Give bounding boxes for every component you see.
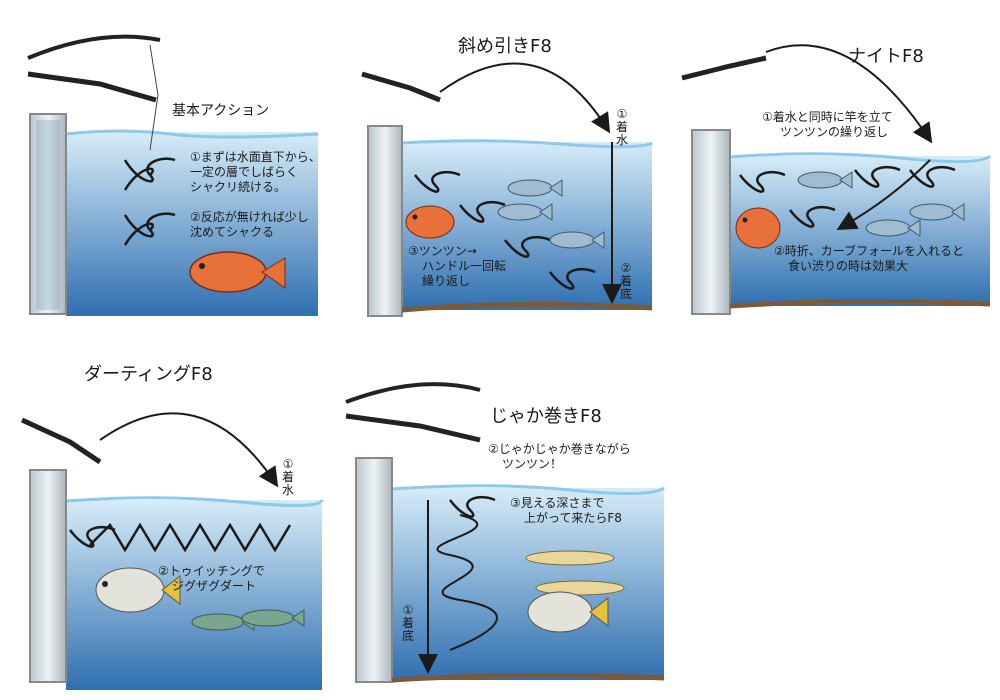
mackerel-2 (241, 609, 305, 627)
yellow-fish (95, 567, 181, 613)
mark-splashdown: ① 着 水 (616, 107, 629, 147)
seabed (729, 298, 991, 309)
seabed (401, 301, 653, 313)
panel-night: ナイトF8 ①着水と同時に竿を立て ツンツンの繰り返し ②時折、カーブフォールを… (670, 0, 1000, 330)
night-scene (681, 44, 992, 315)
note-jaka-3: ③見える深さまで 上がって来たらF8 (510, 496, 622, 525)
blue-fish-3 (549, 231, 605, 249)
title-night: ナイトF8 (848, 46, 924, 67)
curve-fall (836, 159, 931, 230)
title-jaka: じゃか巻きF8 (490, 406, 602, 427)
note-diagonal-3: ③ツンツン→ ハンドル一回転 繰り返し (408, 244, 507, 288)
panel-darting: ダーティングF8 ① 着 水 ②トゥイッチングで ジグザグダート (0, 350, 330, 690)
note-night-2: ②時折、カーブフォールを入れると 食い渋りの時は効果大 (774, 244, 965, 273)
f8-action (449, 495, 496, 518)
cast-arc (99, 412, 279, 488)
note-jaka-2: ②じゃかじゃか巻きながら ツンツン！ (488, 442, 631, 471)
red-fish (735, 207, 781, 249)
rod-upper (27, 34, 161, 60)
blue-fish-1 (797, 171, 853, 189)
note-darting-2: ②トゥイッチングで ジグザグダート (158, 564, 265, 593)
f8-action-2 (123, 212, 176, 246)
spiral-retrieve (436, 514, 498, 651)
red-fish (189, 251, 286, 293)
cast-arc (765, 44, 933, 144)
rod-lower (27, 71, 157, 103)
rod (681, 55, 767, 81)
fishing-line (149, 44, 159, 151)
f8-action-1 (123, 157, 176, 191)
panel-jaka: じゃか巻きF8 ②じゃかじゃか巻きながら ツンツン！ ③見える深さまで 上がって… (340, 350, 670, 690)
title-darting: ダーティングF8 (84, 364, 213, 385)
panel-diagonal: 斜め引きF8 ① 着 水 ② 着 底 ③ツンツン→ ハンドル一回転 繰り返し (340, 0, 670, 330)
title-basic: 基本アクション (172, 103, 270, 119)
mark-splashdown: ① 着 水 (282, 457, 295, 497)
title-diagonal: 斜め引きF8 (458, 36, 552, 57)
yellow-fish (527, 591, 609, 633)
rod-upper (345, 382, 481, 404)
water (66, 132, 318, 316)
blue-fish-1 (507, 179, 563, 197)
quay-wall (691, 129, 731, 315)
quay-wall (367, 125, 403, 317)
note-basic-2: ②反応が無ければ少し 沈めてシャクる (190, 210, 309, 239)
rod-lower (345, 413, 481, 443)
quay-wall (29, 113, 67, 315)
f8-path (739, 165, 956, 228)
blue-fish-3 (865, 219, 921, 237)
basic-scene (27, 34, 319, 316)
mark-bottom: ① 着 底 (402, 603, 415, 643)
rod (20, 417, 102, 465)
note-basic-1: ①まずは水面直下から、 一定の層でしばらく シャクリ続ける。 (190, 150, 321, 194)
f8-action (69, 525, 116, 548)
blue-fish-2 (909, 203, 965, 221)
cast-arc (439, 62, 611, 134)
note-night-1: ①着水と同時に竿を立て ツンツンの繰り返し (762, 110, 893, 139)
barracuda-2 (535, 580, 625, 596)
f8-path (414, 170, 596, 290)
water-surface (65, 129, 319, 139)
panel-basic-action: 基本アクション ①まずは水面直下から、 一定の層でしばらく シャクリ続ける。 ②… (0, 0, 330, 330)
diagonal-scene (361, 62, 653, 317)
mark-bottom: ② 着 底 (620, 261, 633, 301)
blue-fish-2 (497, 203, 553, 221)
rod (361, 71, 441, 103)
quay-wall (29, 469, 67, 683)
zigzag-path (89, 522, 292, 553)
barracuda-1 (525, 550, 615, 566)
darting-scene (20, 412, 324, 690)
seabed (391, 672, 665, 683)
red-fish (405, 205, 455, 239)
jaka-scene (345, 382, 665, 683)
quay-wall (355, 457, 393, 683)
